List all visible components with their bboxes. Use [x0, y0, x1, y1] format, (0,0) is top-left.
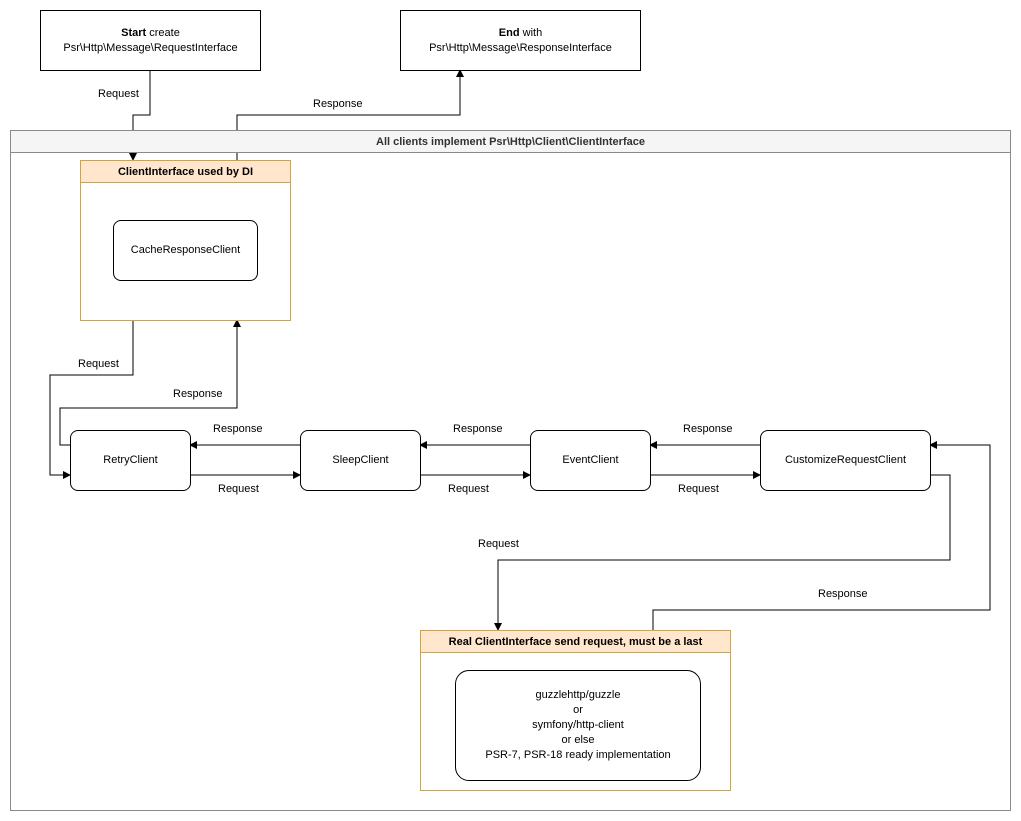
label-real-customize-response: Response [816, 588, 870, 600]
real-implementation-node: guzzlehttp/guzzle or symfony/http-client… [455, 670, 701, 781]
label-di-request: Request [76, 358, 121, 370]
impl-line-4: or else [561, 734, 595, 746]
start-text: create [146, 26, 180, 39]
event-client-node: EventClient [530, 430, 651, 491]
start-line2: Psr\Http\Message\RequestInterface [63, 41, 238, 54]
customize-request-client-node: CustomizeRequestClient [760, 430, 931, 491]
customize-request-client-label: CustomizeRequestClient [784, 454, 907, 466]
end-strong: End [498, 26, 520, 39]
label-start-request: Request [96, 88, 141, 100]
end-line2: Psr\Http\Message\ResponseInterface [429, 41, 612, 54]
label-customize-event-response: Response [681, 423, 735, 435]
container-title: All clients implement Psr\Http\Client\Cl… [11, 131, 1010, 153]
impl-line-5: PSR-7, PSR-18 ready implementation [485, 749, 671, 761]
edge-di-request [49, 320, 134, 479]
label-end-response: Response [311, 98, 365, 110]
cache-response-client-node: CacheResponseClient [113, 220, 258, 281]
sleep-client-label: SleepClient [332, 454, 389, 466]
impl-line-1: guzzlehttp/guzzle [535, 689, 621, 701]
real-client-group-title: Real ClientInterface send request, must … [421, 631, 730, 653]
end-node: End with Psr\Http\Message\ResponseInterf… [400, 10, 641, 71]
edge-customize-real-request [494, 474, 951, 631]
end-text: with [519, 26, 543, 39]
edge-real-customize-response [652, 441, 991, 630]
label-retry-sleep-request: Request [216, 483, 261, 495]
impl-line-3: symfony/http-client [532, 719, 624, 731]
sleep-client-node: SleepClient [300, 430, 421, 491]
start-strong: Start [121, 26, 147, 39]
edge-di-response [59, 319, 241, 446]
label-di-response: Response [171, 388, 225, 400]
label-sleep-event-request: Request [446, 483, 491, 495]
impl-line-2: or [573, 704, 583, 716]
di-group-title: ClientInterface used by DI [81, 161, 290, 183]
label-sleep-retry-response: Response [211, 423, 265, 435]
retry-client-label: RetryClient [103, 454, 158, 466]
label-customize-real-request: Request [476, 538, 521, 550]
event-client-label: EventClient [562, 454, 619, 466]
start-node: Start create Psr\Http\Message\RequestInt… [40, 10, 261, 71]
label-event-sleep-response: Response [451, 423, 505, 435]
clients-container: All clients implement Psr\Http\Client\Cl… [10, 130, 1011, 811]
cache-response-client-label: CacheResponseClient [130, 244, 241, 256]
retry-client-node: RetryClient [70, 430, 191, 491]
label-event-customize-request: Request [676, 483, 721, 495]
